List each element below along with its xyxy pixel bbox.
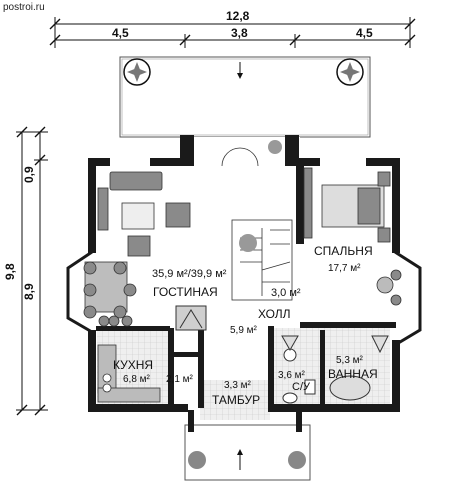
terrace-door [221, 147, 259, 167]
bath-fixtures [281, 335, 389, 404]
dim-height-main: 8,9 [22, 283, 36, 300]
bay-window-left [66, 250, 93, 334]
vestibule-area: 3,3 м² [224, 380, 252, 391]
stair-area: 3,0 м² [271, 287, 301, 299]
left-dimensions [16, 126, 48, 416]
living-furniture [83, 171, 191, 327]
dim-height-top: 0,9 [22, 166, 36, 183]
living-name: ГОСТИНАЯ [153, 285, 218, 299]
fireplace-icon [175, 305, 207, 331]
pantry-area: 2,1 м² [166, 374, 194, 385]
staircase [231, 219, 293, 301]
hall-name: ХОЛЛ [258, 307, 291, 321]
bath-area: 5,3 м² [336, 355, 364, 366]
wc-name: С/У [292, 381, 311, 393]
watermark: postroi.ru [3, 2, 45, 13]
dim-total-height: 9,8 [3, 263, 17, 280]
front-terrace [119, 56, 371, 138]
bedroom-furniture [303, 167, 402, 306]
planter-icon [336, 58, 364, 86]
bay-window-right [394, 250, 422, 347]
top-dimensions [49, 17, 416, 48]
dim-seg-mid: 3,8 [231, 26, 248, 40]
hall-area: 5,9 м² [230, 325, 258, 336]
kitchen-furniture [97, 344, 161, 403]
bedroom-name: СПАЛЬНЯ [314, 244, 373, 258]
plant-icon [239, 234, 257, 252]
bath-name: ВАННАЯ [328, 367, 378, 381]
bedroom-area: 17,7 м² [328, 263, 361, 274]
dim-total-width: 12,8 [226, 9, 250, 23]
kitchen-area: 6,8 м² [123, 374, 151, 385]
entrance-porch [184, 410, 311, 481]
planter-icon [123, 58, 151, 86]
walls [88, 135, 400, 412]
kitchen-name: КУХНЯ [113, 358, 153, 372]
plant-icon [268, 140, 282, 154]
dim-seg-left: 4,5 [112, 26, 129, 40]
vestibule-name: ТАМБУР [212, 393, 260, 407]
living-area: 35,9 м²/39,9 м² [152, 268, 227, 280]
dim-seg-right: 4,5 [356, 26, 373, 40]
wc-area: 3,6 м² [278, 370, 306, 381]
